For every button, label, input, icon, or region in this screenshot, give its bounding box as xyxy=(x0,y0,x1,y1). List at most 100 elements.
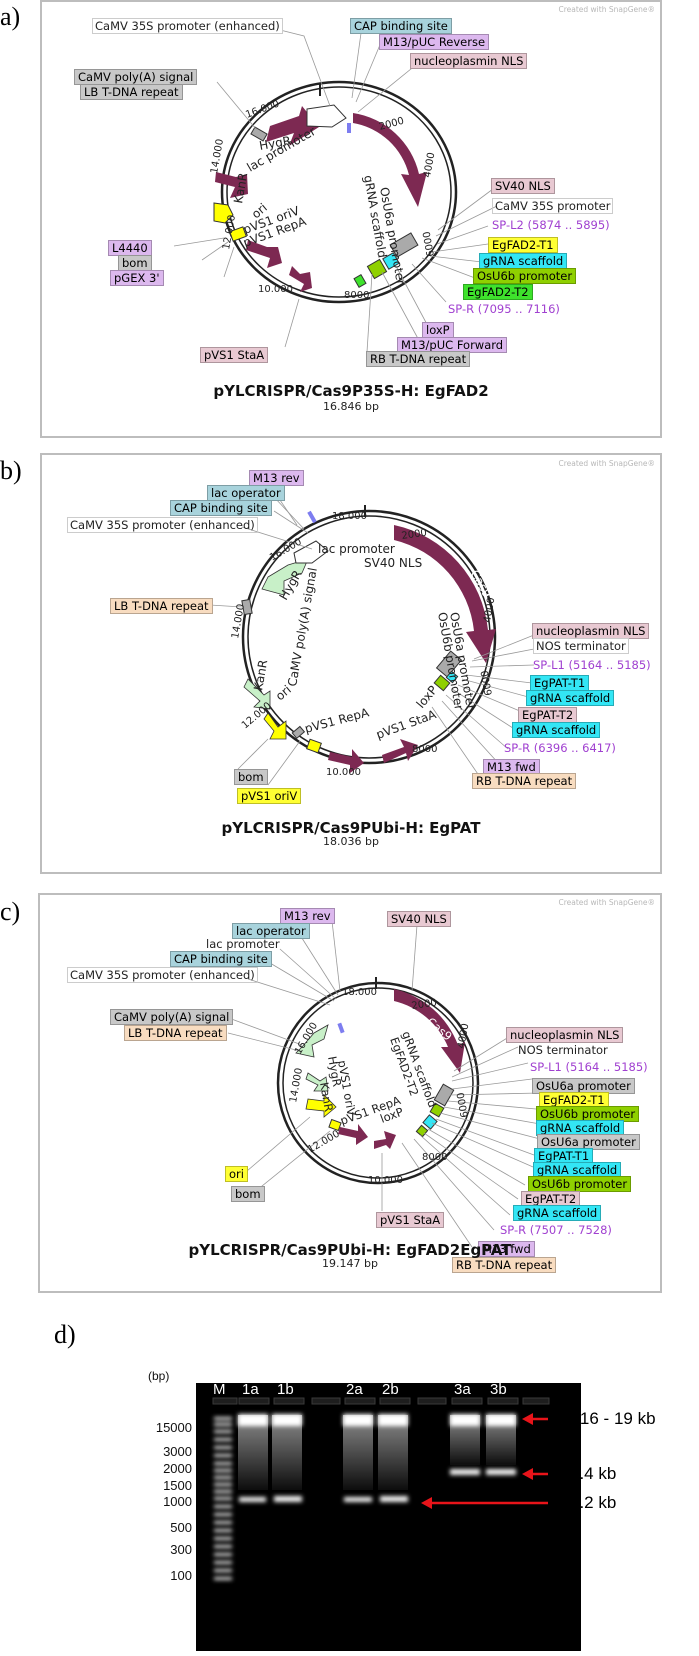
svg-text:KanR: KanR xyxy=(231,172,250,205)
lane-label-1a: 1a xyxy=(242,1381,259,1398)
feature-label-b-4: LB T-DNA repeat xyxy=(110,598,213,614)
lane-label-1b: 1b xyxy=(277,1381,294,1398)
lane-label-3b: 3b xyxy=(490,1381,507,1398)
plasmid-panel-b: Created with SnapGene® xyxy=(40,453,662,874)
feature-label-b-7: SP-L1 (5164 .. 5185) xyxy=(533,658,651,672)
feature-label-c-12: EgFAD2-T1 xyxy=(539,1092,609,1108)
feature-label-a-19: pGEX 3' xyxy=(110,270,164,286)
plasmid-panel-a: Created with SnapGene® xyxy=(40,0,662,438)
feature-label-c-25: bom xyxy=(231,1186,265,1202)
ladder-scale: 15000 3000 2000 1500 1000 500 300 100 xyxy=(100,1383,192,1651)
feature-label-a-7: CaMV 35S promoter xyxy=(492,198,614,214)
band-label-16-19kb: ~16 - 19 kb xyxy=(570,1409,656,1428)
svg-text:4000: 4000 xyxy=(482,597,497,624)
vector-size-c: 19.147 bp xyxy=(322,1257,378,1270)
svg-text:2000: 2000 xyxy=(411,998,438,1012)
ladder-mark-500: 500 xyxy=(170,1520,192,1535)
vector-size-a: 16.846 bp xyxy=(323,400,379,413)
feature-label-c-10: SP-L1 (5164 .. 5185) xyxy=(530,1060,648,1074)
svg-text:SV40 NLS: SV40 NLS xyxy=(364,556,422,570)
agarose-gel-image: M 1a 1b 2a 2b 3a 3b xyxy=(196,1381,581,1651)
feature-label-b-8: EgPAT-T1 xyxy=(530,675,590,691)
feature-label-a-18: bom xyxy=(118,255,152,271)
band-label-2-4kb: 2.4 kb xyxy=(570,1464,617,1483)
svg-text:10.000: 10.000 xyxy=(326,767,361,778)
feature-label-c-7: LB T-DNA repeat xyxy=(124,1025,227,1041)
snapgene-brand-c: Created with SnapGene® xyxy=(558,898,655,907)
feature-label-a-2: M13/pUC Reverse xyxy=(379,34,490,50)
svg-text:18.000: 18.000 xyxy=(332,511,367,522)
vector-title-c: pYLCRISPR/Cas9PUbi-H: EgFAD2EgPAT xyxy=(188,1241,512,1259)
feature-label-b-0: M13 rev xyxy=(249,470,304,486)
feature-label-b-2: CAP binding site xyxy=(170,500,272,516)
feature-label-a-13: SP-R (7095 .. 7116) xyxy=(448,302,560,316)
band-label-1-2kb: 1.2 kb xyxy=(570,1493,617,1512)
plasmid-map-c: 18.000 2000 4000 6000 8000 10.000 12.000… xyxy=(225,920,541,1248)
feature-label-a-20: pVS1 StaA xyxy=(200,347,269,363)
feature-label-a-11: OsU6b promoter xyxy=(473,268,577,284)
feature-label-b-14: RB T-DNA repeat xyxy=(472,773,577,789)
feature-label-b-10: EgPAT-T2 xyxy=(518,707,578,723)
svg-text:14.000: 14.000 xyxy=(288,1067,305,1103)
ladder-mark-300: 300 xyxy=(170,1542,192,1557)
feature-label-b-3: CaMV 35S promoter (enhanced) xyxy=(67,517,258,533)
feature-label-a-1: CAP binding site xyxy=(350,18,452,34)
ladder-mark-100: 100 xyxy=(170,1568,192,1583)
feature-label-b-9: gRNA scaffold xyxy=(526,690,615,706)
feature-label-c-20: gRNA scaffold xyxy=(513,1205,602,1221)
feature-label-c-24: ori xyxy=(225,1166,248,1182)
feature-label-c-5: SV40 NLS xyxy=(387,911,451,927)
feature-label-a-14: loxP xyxy=(422,322,454,338)
svg-text:10.000: 10.000 xyxy=(258,284,293,295)
feature-label-a-3: nucleoplasmin NLS xyxy=(410,53,528,69)
feature-label-c-22: M13 fwd xyxy=(478,1241,535,1257)
svg-text:10.000: 10.000 xyxy=(368,1175,403,1186)
svg-text:8000: 8000 xyxy=(344,290,369,301)
feature-label-a-6: SV40 NLS xyxy=(491,178,555,194)
panel-label-d: d) xyxy=(54,1320,76,1349)
feature-label-b-6: NOS terminator xyxy=(533,638,629,654)
feature-label-c-17: gRNA scaffold xyxy=(533,1162,622,1178)
feature-label-a-12: EgFAD2-T2 xyxy=(463,284,533,300)
svg-text:pVS1 StaA: pVS1 StaA xyxy=(374,707,439,742)
plasmid-panel-c: Created with SnapGene® xyxy=(38,893,662,1293)
feature-label-c-4: CaMV 35S promoter (enhanced) xyxy=(67,967,258,983)
gel-bands xyxy=(212,1397,550,1580)
feature-label-c-19: EgPAT-T2 xyxy=(521,1191,581,1207)
feature-label-c-8: nucleoplasmin NLS xyxy=(506,1027,624,1043)
svg-text:18.000: 18.000 xyxy=(342,987,377,998)
svg-text:4000: 4000 xyxy=(456,1023,471,1050)
feature-label-a-15: M13/pUC Forward xyxy=(397,337,508,353)
feature-label-c-0: M13 rev xyxy=(280,908,335,924)
svg-text:16.000: 16.000 xyxy=(244,99,281,121)
vector-size-b: 18.036 bp xyxy=(323,835,379,848)
panel-label-a: a) xyxy=(0,2,21,31)
panel-label-c: c) xyxy=(0,897,21,926)
svg-text:loxP: loxP xyxy=(414,683,441,711)
feature-label-c-15: OsU6a promoter xyxy=(537,1134,640,1150)
svg-text:8000: 8000 xyxy=(412,744,437,755)
lane-label-3a: 3a xyxy=(454,1381,471,1398)
feature-label-c-23: RB T-DNA repeat xyxy=(452,1257,557,1273)
plasmid-map-a: 2000 4000 6000 8000 10.000 12.000 14.000… xyxy=(173,25,498,353)
feature-label-a-8: SP-L2 (5874 .. 5895) xyxy=(492,218,610,232)
feature-label-a-5: LB T-DNA repeat xyxy=(80,84,183,100)
svg-text:KanR: KanR xyxy=(317,1081,336,1113)
panel-label-b: b) xyxy=(0,456,22,485)
feature-label-c-18: OsU6b promoter xyxy=(528,1176,632,1192)
ladder-mark-15000: 15000 xyxy=(155,1420,192,1435)
svg-text:2000: 2000 xyxy=(401,528,428,542)
feature-label-c-26: pVS1 StaA xyxy=(376,1212,445,1228)
svg-text:HygR: HygR xyxy=(325,1055,344,1088)
snapgene-brand-b: Created with SnapGene® xyxy=(558,459,655,468)
feature-label-b-11: gRNA scaffold xyxy=(512,722,601,738)
feature-label-b-5: nucleoplasmin NLS xyxy=(532,623,650,639)
feature-label-a-9: EgFAD2-T1 xyxy=(488,237,558,253)
feature-label-a-17: L4440 xyxy=(108,240,152,256)
feature-label-b-12: SP-R (6396 .. 6417) xyxy=(504,741,616,755)
ladder-mark-3000: 3000 xyxy=(163,1444,192,1459)
vector-title-b: pYLCRISPR/Cas9PUbi-H: EgPAT xyxy=(221,819,481,837)
feature-label-b-15: bom xyxy=(234,769,268,785)
feature-label-c-1: lac operator xyxy=(232,923,310,939)
feature-label-a-10: gRNA scaffold xyxy=(479,253,568,269)
